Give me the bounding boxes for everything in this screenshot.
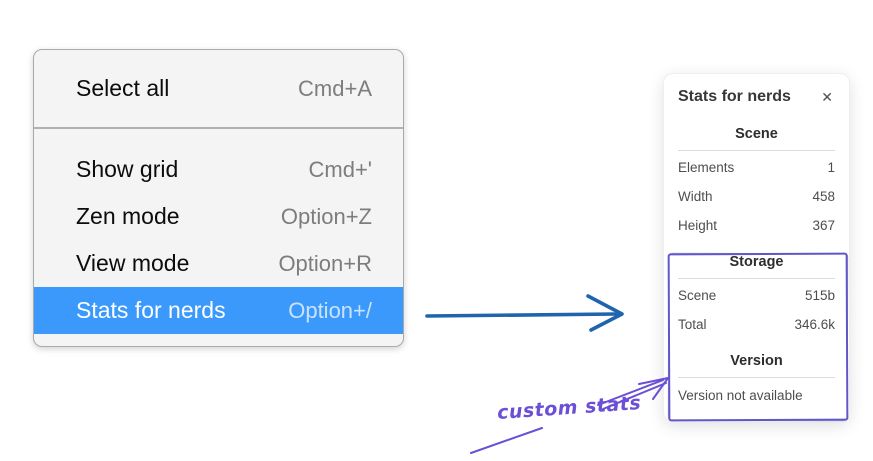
menu-item-label: View mode — [76, 250, 190, 276]
right-arrow-icon — [425, 294, 624, 332]
menu-item-label: Zen mode — [76, 203, 180, 229]
menu-item-label: Select all — [76, 75, 170, 101]
menu-item-label: Stats for nerds — [76, 297, 226, 323]
menu-item-shortcut: Option+/ — [288, 297, 372, 323]
menu-item-select-all[interactable]: Select all Cmd+A — [34, 50, 403, 127]
menu-item-label: Show grid — [76, 156, 179, 182]
annotation-label: custom stats — [496, 391, 642, 425]
stat-value: 515b — [804, 288, 835, 303]
section-storage: Storage Scene 515b Total 346.6k — [678, 254, 835, 339]
stat-row-width: Width 458 — [678, 182, 835, 211]
stat-label: Height — [678, 218, 718, 233]
menu-item-view-mode[interactable]: View mode Option+R — [34, 240, 403, 287]
stat-value: 1 — [827, 160, 835, 175]
stat-row-scene-storage: Scene 515b — [678, 281, 835, 310]
menu-item-zen-mode[interactable]: Zen mode Option+Z — [34, 193, 403, 240]
context-menu: Select all Cmd+A Show grid Cmd+' Zen mod… — [33, 49, 404, 347]
stat-row-total-storage: Total 346.6k — [678, 310, 835, 339]
stat-value: 346.6k — [794, 317, 835, 332]
section-version: Version Version not available — [678, 353, 835, 404]
menu-item-shortcut: Cmd+A — [298, 75, 372, 101]
stat-label: Scene — [678, 288, 717, 303]
section-divider — [678, 150, 835, 151]
section-divider — [678, 377, 835, 378]
menu-item-show-grid[interactable]: Show grid Cmd+' — [34, 146, 403, 193]
menu-item-shortcut: Option+R — [278, 250, 372, 276]
section-header: Storage — [729, 254, 784, 270]
stat-row-elements: Elements 1 — [678, 153, 835, 182]
menu-section-view: Show grid Cmd+' Zen mode Option+Z View m… — [34, 129, 403, 346]
close-icon[interactable]: ✕ — [821, 89, 833, 105]
section-scene: Scene Elements 1 Width 458 Height 367 — [678, 126, 835, 240]
menu-item-shortcut: Option+Z — [280, 203, 372, 229]
section-header: Version — [730, 353, 783, 369]
panel-title: Stats for nerds — [678, 88, 791, 105]
stat-value: 458 — [812, 189, 835, 204]
section-header: Scene — [735, 126, 778, 142]
menu-item-stats-for-nerds[interactable]: Stats for nerds Option+/ — [34, 287, 403, 334]
stats-panel-header: Stats for nerds ✕ — [678, 88, 835, 106]
menu-item-shortcut: Cmd+' — [308, 156, 373, 182]
version-note: Version not available — [678, 388, 803, 403]
stat-row-height: Height 367 — [678, 211, 835, 240]
stats-panel: Stats for nerds ✕ Scene Elements 1 Width… — [663, 73, 850, 422]
stat-label: Total — [678, 317, 707, 332]
menu-divider — [34, 127, 403, 129]
stat-label: Width — [678, 189, 713, 204]
stat-label: Elements — [678, 160, 735, 175]
section-divider — [678, 278, 835, 279]
stat-value: 367 — [812, 218, 835, 233]
